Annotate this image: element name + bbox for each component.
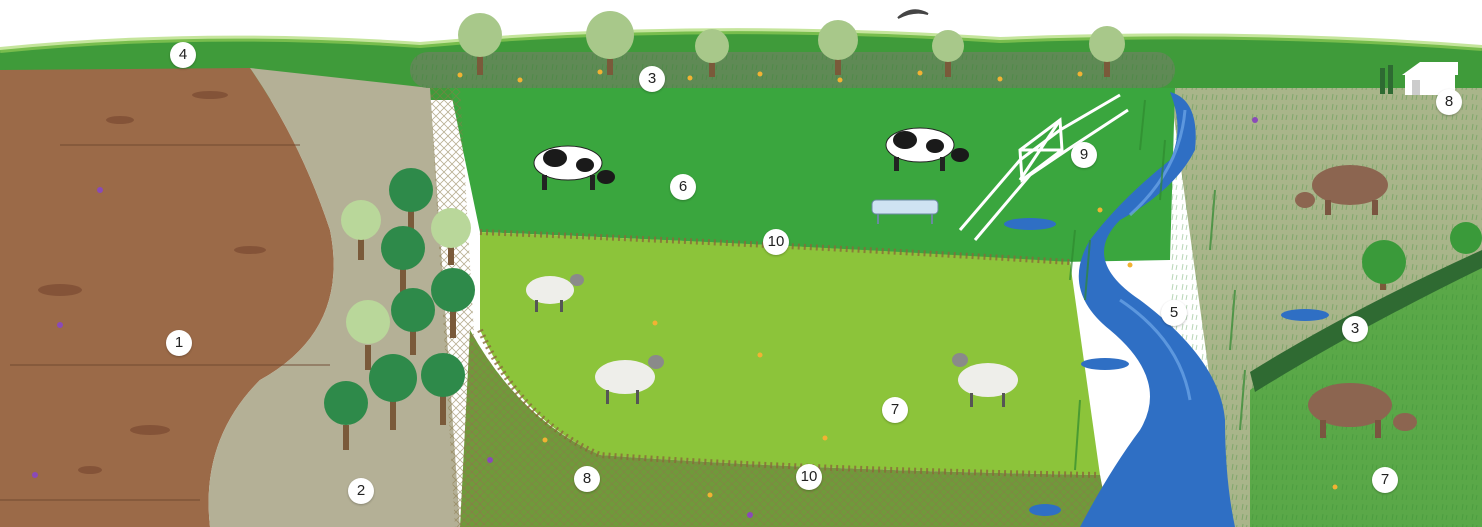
marker-7-center: 7: [882, 397, 908, 423]
marker-4: 4: [170, 42, 196, 68]
marker-5: 5: [1161, 300, 1187, 326]
bird-icon: [898, 10, 928, 18]
hedgerow-icon: [410, 52, 1175, 88]
marker-3-hedgerow-top: 3: [639, 66, 665, 92]
marker-9: 9: [1071, 142, 1097, 168]
marker-10-top: 10: [763, 229, 789, 255]
marker-8-house: 8: [1436, 89, 1462, 115]
marker-7-right: 7: [1372, 467, 1398, 493]
marker-2: 2: [348, 478, 374, 504]
marker-10-bottom: 10: [796, 464, 822, 490]
marker-6: 6: [670, 174, 696, 200]
marker-8-wetland: 8: [574, 466, 600, 492]
marker-3-hedgerow-right: 3: [1342, 316, 1368, 342]
marker-1: 1: [166, 330, 192, 356]
